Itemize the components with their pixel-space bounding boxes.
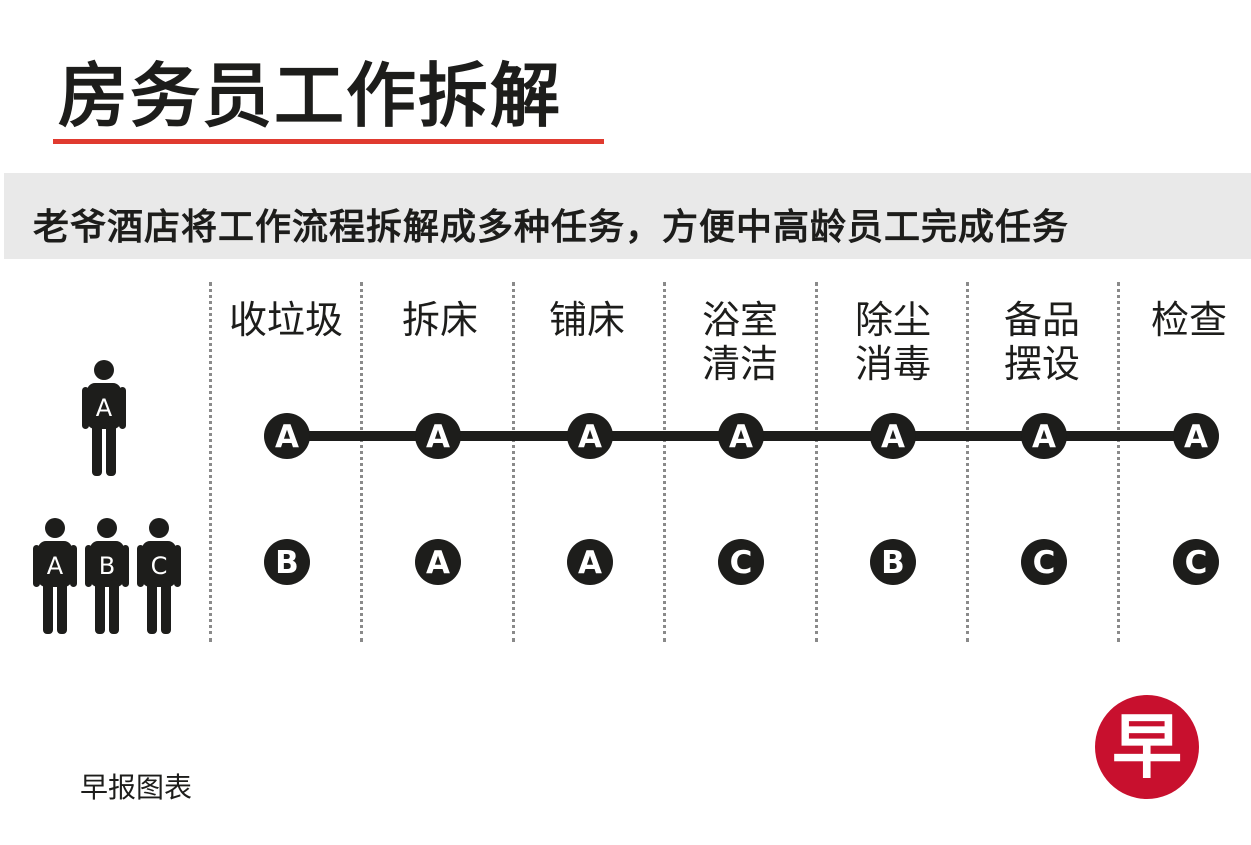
badge-letter: A (578, 419, 602, 455)
task-label-inspect: 检查 (1119, 298, 1251, 342)
team-assignment-badge: A (567, 539, 613, 585)
subtitle: 老爷酒店将工作流程拆解成多种任务，方便中高龄员工完成任务 (33, 207, 1070, 248)
title-underline (53, 139, 604, 144)
single-assignment-badge: A (567, 413, 613, 459)
column-divider (815, 282, 818, 642)
task-label-make-bed: 铺床 (517, 298, 657, 342)
task-label-line: 除尘 (854, 298, 931, 342)
single-worker-group: A (82, 360, 126, 476)
team-assignment-badge: C (1021, 539, 1067, 585)
task-label-line: 清洁 (701, 342, 778, 386)
task-label-line: 铺床 (548, 298, 625, 342)
task-label-dust-disinfect: 除尘 消毒 (823, 298, 963, 386)
single-assignment-badge: A (718, 413, 764, 459)
zaobao-logo: 早 (1095, 695, 1199, 799)
badge-letter: B (275, 545, 299, 581)
badge-letter: A (729, 419, 753, 455)
badge-letter: C (730, 545, 753, 581)
badge-letter: A (881, 419, 905, 455)
single-assignment-badge: A (1021, 413, 1067, 459)
person-label: A (47, 552, 64, 580)
badge-letter: B (881, 545, 905, 581)
column-divider (1117, 282, 1120, 642)
person-icon: A (82, 360, 126, 476)
team-assignment-badge: C (718, 539, 764, 585)
single-assignment-badge: A (264, 413, 310, 459)
task-label-line: 拆床 (401, 298, 478, 342)
page-title: 房务员工作拆解 (58, 55, 562, 137)
person-icon: A (33, 518, 77, 634)
team-assignment-badge: B (870, 539, 916, 585)
team-assignment-badge: B (264, 539, 310, 585)
task-label-clean-bathroom: 浴室 清洁 (670, 298, 810, 386)
person-label: C (151, 552, 168, 580)
column-divider (663, 282, 666, 642)
single-assignment-badge: A (870, 413, 916, 459)
badge-letter: A (578, 545, 602, 581)
badge-letter: A (1032, 419, 1056, 455)
team-assignment-badge: C (1173, 539, 1219, 585)
person-icon: C (137, 518, 181, 634)
task-label-arrange-supplies: 备品 摆设 (972, 298, 1112, 386)
badge-letter: A (426, 419, 450, 455)
task-label-strip-bed: 拆床 (370, 298, 510, 342)
person-label: A (96, 394, 113, 422)
subtitle-band (4, 173, 1251, 259)
person-label: B (99, 552, 115, 580)
badge-letter: A (275, 419, 299, 455)
footer-credit: 早报图表 (80, 771, 193, 804)
logo-glyph: 早 (1112, 705, 1182, 788)
badge-letter: C (1033, 545, 1056, 581)
column-divider (966, 282, 969, 642)
column-divider (209, 282, 212, 642)
task-label-line: 收垃圾 (228, 298, 343, 342)
team-workers-group: A B C (33, 518, 181, 634)
badge-letter: C (1185, 545, 1208, 581)
task-label-line: 摆设 (1003, 342, 1080, 386)
badge-letter: A (1184, 419, 1208, 455)
single-assignment-badge: A (415, 413, 461, 459)
person-icon: B (85, 518, 129, 634)
task-label-line: 备品 (1003, 298, 1080, 342)
task-label-collect-trash: 收垃圾 (216, 298, 356, 342)
column-divider (512, 282, 515, 642)
column-divider (360, 282, 363, 642)
task-label-line: 浴室 (701, 298, 778, 342)
single-assignment-badge: A (1173, 413, 1219, 459)
team-assignment-badge: A (415, 539, 461, 585)
task-label-line: 消毒 (854, 342, 931, 386)
task-label-line: 检查 (1150, 298, 1227, 342)
badge-letter: A (426, 545, 450, 581)
